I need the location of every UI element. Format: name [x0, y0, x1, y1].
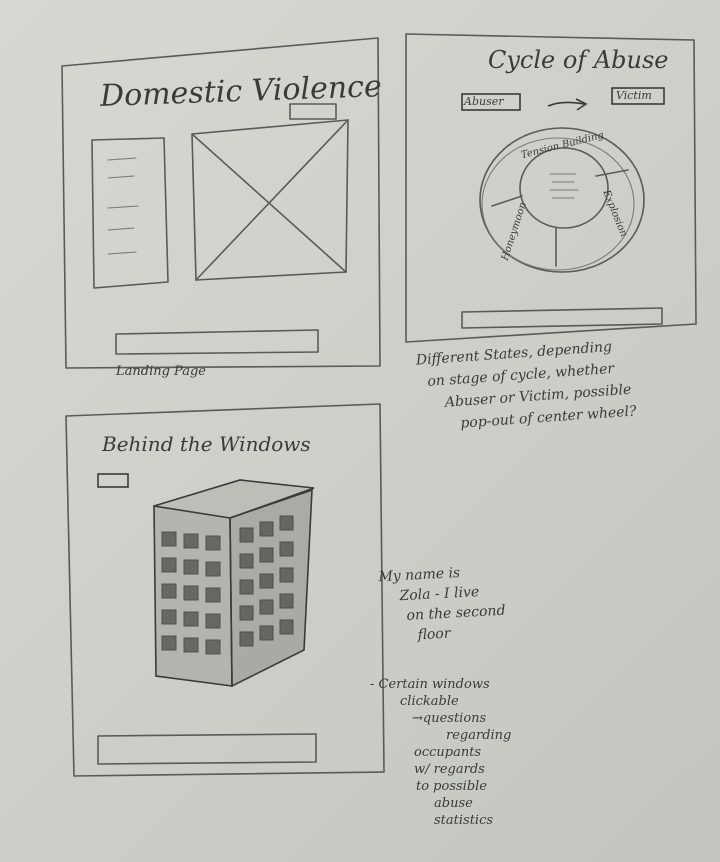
building-window[interactable]	[279, 541, 294, 557]
windows-page-sketch	[65, 403, 385, 777]
building-window[interactable]	[205, 561, 221, 577]
feature-line: w/ regards	[414, 762, 485, 777]
windows-frame	[65, 403, 385, 777]
building-windows-left	[161, 531, 221, 655]
feature-line: occupants	[414, 745, 482, 760]
building-window[interactable]	[239, 527, 254, 543]
building-windows-right	[239, 515, 294, 647]
abuser-box	[461, 93, 521, 111]
building-window[interactable]	[161, 583, 177, 599]
cycle-title: Cycle of Abuse	[488, 46, 669, 74]
building-window[interactable]	[239, 631, 254, 647]
building-window[interactable]	[239, 553, 254, 569]
landing-frame	[61, 37, 381, 369]
building-window[interactable]	[259, 547, 274, 563]
building-window[interactable]	[161, 531, 177, 547]
building-window[interactable]	[161, 557, 177, 573]
building-window[interactable]	[205, 639, 221, 655]
building-window[interactable]	[205, 535, 221, 551]
landing-page-sketch	[61, 37, 381, 369]
victim-box	[611, 87, 665, 105]
cycle-bottom-bar	[461, 307, 663, 329]
building-window[interactable]	[279, 515, 294, 531]
building-window[interactable]	[259, 573, 274, 589]
feature-line: abuse	[434, 796, 473, 811]
feature-line: statistics	[434, 813, 494, 828]
feature-line: regarding	[446, 728, 512, 743]
building-illustration	[153, 479, 315, 688]
zola-quote: My name is Zola - I live on the second f…	[378, 561, 507, 647]
landing-caption: Landing Page	[116, 364, 206, 379]
cycle-note: Different States, depending on stage of …	[415, 335, 637, 438]
building-window[interactable]	[183, 559, 199, 575]
feature-line: to possible	[416, 779, 488, 794]
feature-line: →questions	[412, 711, 487, 726]
landing-bottom-bar	[115, 329, 319, 355]
landing-text-panel	[91, 137, 169, 289]
building-window[interactable]	[183, 637, 199, 653]
feature-line: clickable	[400, 694, 459, 709]
building-window[interactable]	[279, 593, 294, 609]
landing-text-lines	[107, 157, 139, 255]
wheel-center-text-lines	[549, 173, 579, 199]
cycle-wheel	[479, 127, 645, 273]
building-window[interactable]	[239, 605, 254, 621]
building-window[interactable]	[259, 521, 274, 537]
landing-button-placeholder	[289, 103, 337, 120]
victim-label: Victim	[616, 89, 652, 102]
windows-title: Behind the Windows	[102, 432, 311, 456]
building-window[interactable]	[183, 533, 199, 549]
building-window[interactable]	[161, 635, 177, 651]
building-window[interactable]	[279, 619, 294, 635]
building-window[interactable]	[239, 579, 254, 595]
building-window[interactable]	[205, 613, 221, 629]
abuser-label: Abuser	[464, 95, 504, 108]
building-window[interactable]	[183, 611, 199, 627]
building-window[interactable]	[259, 599, 274, 615]
windows-button-placeholder	[97, 473, 129, 488]
building-window[interactable]	[259, 625, 274, 641]
building-window[interactable]	[183, 585, 199, 601]
cycle-page-sketch	[405, 33, 697, 343]
feature-line: - Certain windows	[370, 677, 490, 692]
building-window[interactable]	[279, 567, 294, 583]
window-feature-notes: - Certain windows clickable →questions r…	[370, 676, 511, 829]
windows-bottom-bar	[97, 733, 317, 765]
arrow-icon	[547, 101, 585, 107]
building-window[interactable]	[161, 609, 177, 625]
cycle-frame	[405, 33, 697, 343]
building-window[interactable]	[205, 587, 221, 603]
